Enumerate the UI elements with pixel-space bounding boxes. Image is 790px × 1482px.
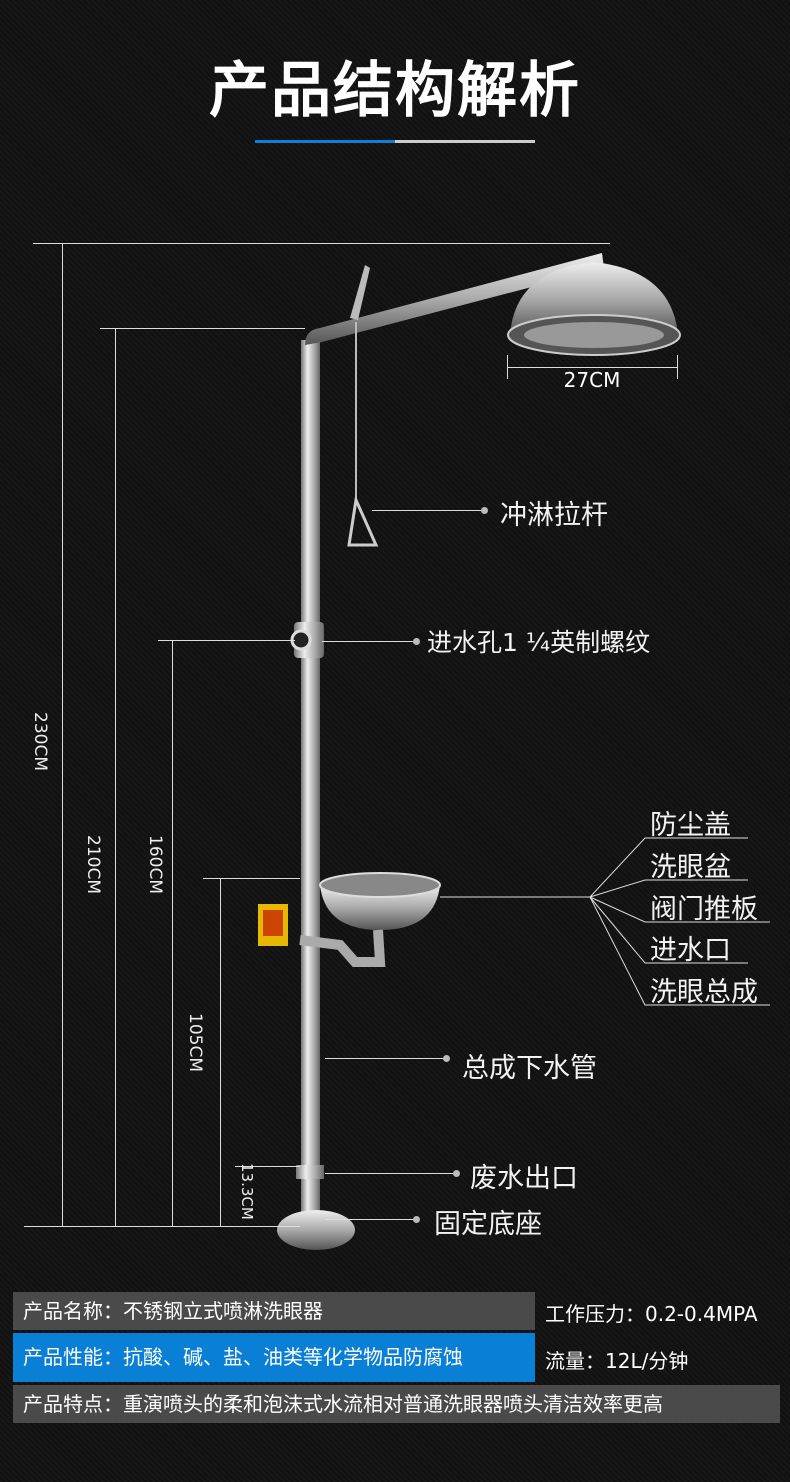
dim-line (220, 878, 221, 1226)
dim-line (24, 1226, 300, 1227)
dim-line (33, 243, 610, 244)
eyewash-shower-illustration (258, 253, 681, 1250)
dim-line (677, 355, 678, 379)
callout-dust-cover: 防尘盖 (650, 810, 731, 841)
callout-line (325, 1173, 455, 1174)
title-underline (395, 140, 535, 143)
pull-handle (350, 265, 370, 320)
callout-base: 固定底座 (434, 1209, 542, 1240)
spec-performance: 产品性能：抗酸、碱、盐、油类等化学物品防腐蚀 (13, 1333, 535, 1382)
callout-line (372, 510, 484, 511)
callout-dot (413, 638, 420, 645)
dim-label-13: 13.3CM (238, 1163, 256, 1220)
dim-line (235, 1166, 300, 1167)
spec-features: 产品特点：重演喷头的柔和泡沫式水流相对普通洗眼器喷头清洁效率更高 (13, 1385, 780, 1423)
fan-callout-lines (440, 837, 770, 1006)
callout-dot (443, 1055, 450, 1062)
callout-eyewash-assembly: 洗眼总成 (650, 977, 758, 1008)
spec-flow: 流量：12L/分钟 (545, 1349, 689, 1373)
title-underline-accent (255, 140, 395, 143)
callout-line (322, 641, 415, 642)
spec-pressure: 工作压力：0.2-0.4MPA (545, 1302, 758, 1326)
dim-line (115, 328, 116, 1226)
floor-base (277, 1210, 355, 1250)
shower-arm (305, 253, 604, 345)
dim-line (62, 243, 63, 1226)
callout-water-inlet: 进水口 (650, 935, 731, 966)
callout-eyewash-bowl: 洗眼盆 (650, 852, 731, 883)
dim-line (100, 328, 305, 329)
dim-line (172, 640, 173, 1226)
callout-drain-pipe: 总成下水管 (462, 1053, 597, 1084)
dim-line (158, 640, 295, 641)
callout-line (325, 1219, 415, 1220)
callout-waste-outlet: 废水出口 (470, 1163, 578, 1194)
bowl-pipe (299, 929, 386, 967)
callout-pull-rod: 冲淋拉杆 (500, 500, 608, 531)
callout-inlet: 进水孔1 ¼英制螺纹 (427, 628, 651, 657)
main-pole (301, 340, 320, 1220)
callout-dot (481, 507, 488, 514)
callout-valve-plate: 阀门推板 (650, 894, 758, 925)
callout-line (325, 1058, 445, 1059)
callout-dot (413, 1216, 420, 1223)
pull-triangle (347, 494, 379, 547)
dim-label-27: 27CM (563, 368, 621, 392)
callout-dot (453, 1170, 460, 1177)
spec-name: 产品名称：不锈钢立式喷淋洗眼器 (13, 1292, 535, 1330)
dim-line (507, 367, 677, 368)
dim-line (203, 878, 300, 879)
page-title: 产品结构解析 (209, 56, 581, 126)
